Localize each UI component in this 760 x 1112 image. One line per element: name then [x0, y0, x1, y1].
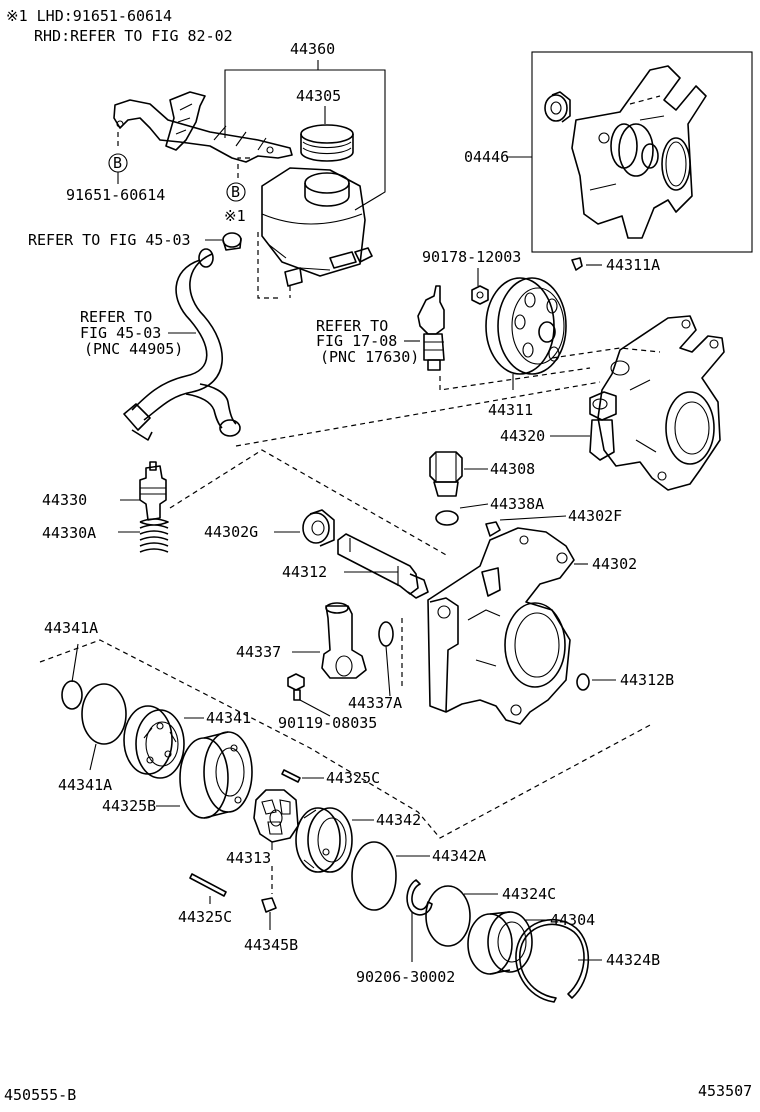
label-refer-45-03-a: REFER TO FIG 45-03	[28, 231, 191, 249]
kit-small-bearing-drawing	[544, 91, 571, 123]
reservoir-tank-drawing	[261, 167, 373, 287]
label-44342: 44342	[376, 811, 421, 829]
cam-ring-44325b-drawing	[179, 731, 253, 819]
label-04446: 04446	[464, 148, 509, 166]
footer-right-code: 453507	[698, 1082, 752, 1100]
end-cover-44304-drawing	[467, 911, 533, 975]
side-plate-44341-drawing	[123, 705, 185, 779]
front-housing-drawing	[427, 527, 575, 725]
label-44312b: 44312B	[620, 671, 674, 689]
o-ring-44341a-small	[61, 680, 83, 710]
o-ring-44324c	[425, 885, 471, 947]
label-44341a-top: 44341A	[44, 619, 98, 637]
label-44337a: 44337A	[348, 694, 402, 712]
label-refer-45-03-b-2: FIG 45-03	[80, 324, 161, 342]
label-44341: 44341	[206, 709, 251, 727]
rear-housing-drawing	[589, 315, 725, 491]
repair-kit-box: 04446	[464, 51, 753, 253]
union-44337-drawing	[321, 602, 367, 679]
flow-control-valve-drawing	[139, 461, 167, 521]
label-refer-17-08-3: (PNC 17630)	[320, 348, 419, 366]
seal-kit-housing-drawing	[571, 65, 707, 239]
valve-spring-drawing	[139, 518, 169, 553]
label-90206: 90206-30002	[356, 968, 455, 986]
label-refer-45-03-b-1: REFER TO	[80, 308, 152, 326]
o-ring-44338a	[435, 510, 459, 526]
label-44311a: 44311A	[606, 256, 660, 274]
reservoir-cap-drawing	[300, 124, 354, 162]
label-91651: 91651-60614	[66, 186, 165, 204]
pin-44325c-top	[281, 769, 301, 783]
label-44345b: 44345B	[244, 936, 298, 954]
label-44320: 44320	[500, 427, 545, 445]
label-44308: 44308	[490, 460, 535, 478]
label-44324b: 44324B	[606, 951, 660, 969]
pressure-plate-44342-drawing	[295, 807, 353, 873]
label-44341a-bot: 44341A	[58, 776, 112, 794]
kit-o-rings-drawing	[610, 123, 691, 191]
label-refer-17-08-2: FIG 17-08	[316, 332, 397, 350]
label-44311: 44311	[488, 401, 533, 419]
label-44302f: 44302F	[568, 507, 622, 525]
label-44304: 44304	[550, 911, 595, 929]
label-44330: 44330	[42, 491, 87, 509]
label-refer-17-08-1: REFER TO	[316, 317, 388, 335]
rotor-44313-drawing	[253, 789, 299, 843]
label-44313: 44313	[226, 849, 271, 867]
bolt-b-upper: B 91651-60614	[66, 132, 165, 204]
label-44337: 44337	[236, 643, 281, 661]
label-44312: 44312	[282, 563, 327, 581]
o-ring-44341a-large	[81, 683, 127, 745]
pin-44325c-bottom	[189, 873, 227, 897]
footer-left-code: 450555-B	[4, 1086, 76, 1104]
label-44325b: 44325B	[102, 797, 156, 815]
note-rhd: RHD:REFER TO FIG 82-02	[34, 27, 233, 45]
snap-ring-90206	[406, 879, 433, 916]
label-star1: ※1	[224, 207, 246, 225]
label-refer-45-03-b-3: (PNC 44905)	[84, 340, 183, 358]
label-90178: 90178-12003	[422, 248, 521, 266]
bolt-90119-drawing	[287, 673, 305, 701]
key-44345b	[261, 897, 277, 913]
label-44325c-top: 44325C	[326, 769, 380, 787]
shaft-44312-drawing	[337, 533, 429, 599]
label-44302: 44302	[592, 555, 637, 573]
key-44311a-drawing	[571, 257, 583, 271]
label-44330a: 44330A	[42, 524, 96, 542]
snap-ring-44312b	[576, 673, 590, 691]
label-44305: 44305	[296, 87, 341, 105]
label-44324c: 44324C	[502, 885, 556, 903]
union-fitting-drawing	[429, 451, 463, 497]
label-44338a: 44338A	[490, 495, 544, 513]
return-hose-drawing	[123, 248, 241, 441]
label-44302g: 44302G	[204, 523, 258, 541]
o-ring-44337a	[378, 621, 394, 647]
snap-ring-44324b	[515, 919, 590, 1003]
plug-44302f	[485, 521, 501, 537]
bearing-44302g-drawing	[302, 509, 335, 547]
label-44360: 44360	[290, 40, 335, 58]
label-b-2: B	[231, 183, 240, 201]
bolt-b-lower: B ※1	[224, 157, 250, 225]
o-ring-44342a	[351, 841, 397, 911]
label-90119: 90119-08035	[278, 714, 377, 732]
label-b-1: B	[113, 154, 122, 172]
hose-clip-upper-drawing	[222, 232, 242, 251]
pulley-nut-drawing	[471, 285, 489, 305]
label-44342a: 44342A	[432, 847, 486, 865]
pulley-drawing	[485, 277, 567, 375]
reservoir-bracket-drawing	[113, 91, 293, 163]
label-44325c-bot: 44325C	[178, 908, 232, 926]
note-lhd: ※1 LHD:91651-60614	[6, 7, 172, 25]
pressure-switch-drawing	[417, 285, 445, 371]
